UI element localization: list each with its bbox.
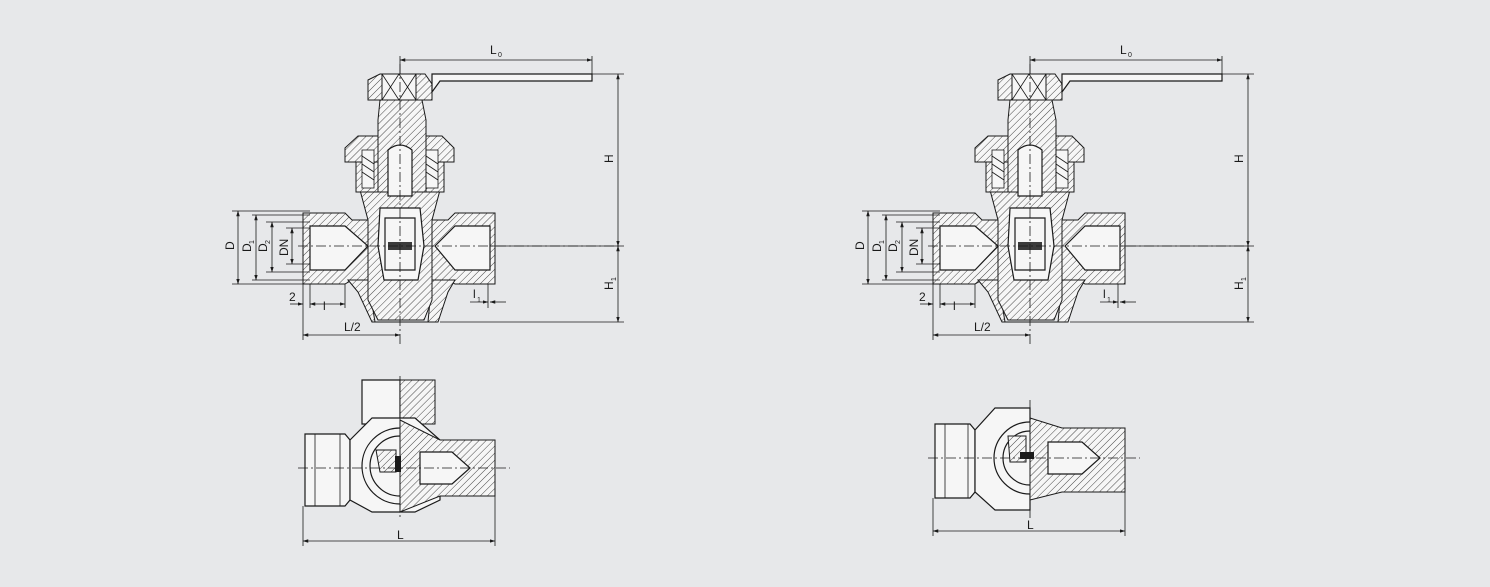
label-H: H bbox=[1232, 154, 1246, 163]
label-D2-sub: 2 bbox=[265, 240, 272, 244]
label-L-half: L/2 bbox=[974, 320, 991, 334]
label-D1: D bbox=[240, 243, 254, 252]
label-L0: L bbox=[490, 43, 497, 57]
label-l1: l bbox=[473, 287, 476, 301]
dimension-lines bbox=[862, 56, 1254, 340]
top-view bbox=[298, 376, 510, 546]
valve-drawing-right: L 0 H H 1 D D 1 D 2 DN 2 l l 1 L/2 L bbox=[853, 43, 1254, 536]
label-H1: H bbox=[1232, 281, 1246, 290]
label-D1-sub: 1 bbox=[249, 240, 256, 244]
label-L0: L bbox=[1120, 43, 1127, 57]
label-l1: l bbox=[1103, 287, 1106, 301]
label-H1-sub: 1 bbox=[611, 277, 618, 281]
label-DN: DN bbox=[907, 239, 921, 256]
label-H1: H bbox=[602, 281, 616, 290]
front-section-view bbox=[298, 64, 620, 345]
label-H: H bbox=[602, 154, 616, 163]
label-D1-sub: 1 bbox=[879, 240, 886, 244]
label-l: l bbox=[323, 299, 326, 313]
label-L0-sub: 0 bbox=[498, 52, 502, 59]
label-2: 2 bbox=[919, 290, 926, 304]
label-2: 2 bbox=[289, 290, 296, 304]
label-D: D bbox=[853, 241, 867, 250]
dimension-labels: L 0 H H 1 D D 1 D 2 DN 2 l l 1 L/2 L bbox=[223, 43, 618, 542]
label-DN: DN bbox=[277, 239, 291, 256]
dimension-lines bbox=[232, 56, 624, 340]
label-L0-sub: 0 bbox=[1128, 52, 1132, 59]
label-l1-sub: 1 bbox=[477, 297, 481, 304]
label-D1: D bbox=[870, 243, 884, 252]
label-D2-sub: 2 bbox=[895, 240, 902, 244]
top-view bbox=[928, 400, 1140, 536]
label-l1-sub: 1 bbox=[1107, 297, 1111, 304]
label-L: L bbox=[397, 528, 404, 542]
valve-drawing-left: L 0 H H 1 D D 1 D 2 DN 2 l l 1 L/2 L bbox=[223, 43, 624, 546]
label-L-half: L/2 bbox=[344, 320, 361, 334]
dimension-labels: L 0 H H 1 D D 1 D 2 DN 2 l l 1 L/2 L bbox=[853, 43, 1248, 532]
label-H1-sub: 1 bbox=[1241, 277, 1248, 281]
label-D2: D bbox=[886, 243, 900, 252]
front-section-view bbox=[928, 64, 1250, 345]
label-D2: D bbox=[256, 243, 270, 252]
label-D: D bbox=[223, 241, 237, 250]
label-l: l bbox=[953, 299, 956, 313]
label-L: L bbox=[1027, 518, 1034, 532]
